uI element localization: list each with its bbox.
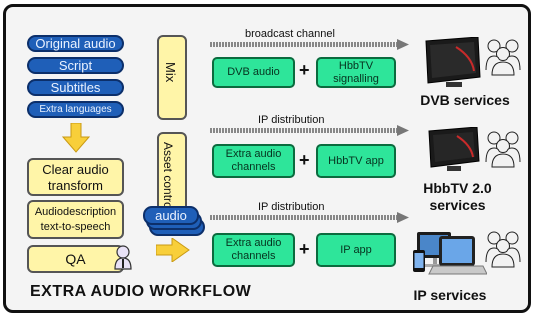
hbbtv-signalling-box: HbbTV signalling (316, 57, 396, 88)
audio-pill: audio (143, 206, 199, 225)
tv-icon (425, 37, 481, 87)
tv-icon (428, 127, 480, 171)
ip-app-box: IP app (316, 233, 396, 267)
ip-services-label: IP services (413, 287, 487, 303)
broadcast-channel-label: broadcast channel (245, 28, 335, 40)
audio-stack: audio (143, 206, 205, 240)
ip-arrow-hbbtv (209, 125, 409, 136)
plus-sign-2: + (299, 150, 310, 170)
hbbtv-services-label: HbbTV 2.0 services (423, 180, 492, 213)
plus-sign-3: + (299, 239, 310, 259)
user-group-icon (485, 39, 521, 76)
ip-distribution-label-2: IP distribution (258, 201, 325, 213)
mix-label: Mix (163, 62, 178, 83)
user-group-icon (485, 131, 521, 168)
down-arrow-icon (62, 123, 90, 153)
plus-sign-1: + (299, 60, 310, 80)
broadcast-arrow (209, 39, 409, 50)
input-original-audio: Original audio (27, 35, 124, 52)
mix-box (157, 35, 187, 120)
workflow-title: EXTRA AUDIO WORKFLOW (30, 283, 252, 300)
user-group-icon (485, 231, 521, 268)
hbbtv-app-box: HbbTV app (316, 144, 396, 178)
ip-arrow-ip (209, 212, 409, 223)
asset-control-label: Asset control (161, 142, 175, 212)
dvb-services-label: DVB services (420, 92, 510, 108)
right-arrow-icon (156, 238, 190, 262)
input-subtitles: Subtitles (27, 79, 124, 96)
input-extra-languages: Extra languages (27, 101, 124, 118)
extra-audio-channels-box-2: Extra audio channels (212, 233, 295, 267)
devices-icon (413, 232, 487, 275)
asset-control-box (157, 132, 187, 216)
dvb-audio-box: DVB audio (212, 57, 295, 88)
input-script: Script (27, 57, 124, 74)
audiodescription-box: Audiodescription text-to-speech (27, 200, 124, 239)
ip-distribution-label-1: IP distribution (258, 114, 325, 126)
extra-audio-channels-box-1: Extra audio channels (212, 144, 295, 178)
qa-box: QA (27, 245, 124, 273)
clear-audio-transform-box: Clear audio transform (27, 158, 124, 196)
headset-person-icon (114, 245, 132, 270)
